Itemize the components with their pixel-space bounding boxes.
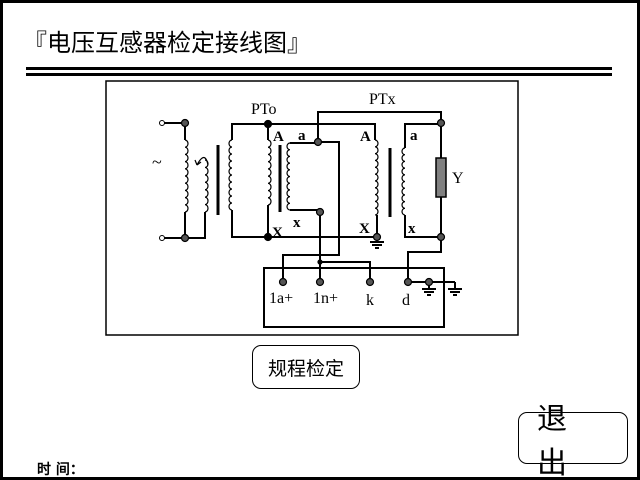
title-divider-bottom xyxy=(26,73,612,76)
ground-icon xyxy=(448,282,462,296)
load-resistor-icon xyxy=(435,157,447,198)
terminal-label: A xyxy=(360,129,371,145)
instrument-terminal-label: k xyxy=(366,292,374,309)
instrument-box xyxy=(263,267,445,328)
coil-winding-icon xyxy=(374,139,379,216)
title-divider-top xyxy=(26,67,612,70)
terminal-label: x xyxy=(293,215,301,231)
coil-winding-icon xyxy=(401,147,406,216)
terminal-label: A xyxy=(273,129,284,145)
regulator-arrow-icon xyxy=(194,156,209,166)
coil-winding-icon xyxy=(286,142,291,211)
ac-source-label: ~ xyxy=(152,152,162,172)
input-terminal-open xyxy=(159,235,165,241)
input-terminal-open xyxy=(159,120,165,126)
input-wires xyxy=(164,122,206,239)
transformer-cores xyxy=(216,145,392,217)
coil-winding-icon xyxy=(267,139,272,206)
terminal-label: x xyxy=(408,221,416,237)
terminal-label: X xyxy=(272,225,283,241)
instrument-wires xyxy=(282,141,455,283)
wires xyxy=(105,80,519,336)
coil-winding-icon xyxy=(228,139,233,211)
time-label: 时 间： xyxy=(37,462,84,478)
instrument-terminal-label: 1n+ xyxy=(313,290,338,307)
pto-secondary-wires xyxy=(290,142,320,211)
terminal-label: X xyxy=(359,221,370,237)
diagram-frame xyxy=(105,80,519,336)
pto-primary-wires xyxy=(231,123,378,238)
exit-button[interactable]: 退 出 xyxy=(518,402,628,477)
ptx-wires xyxy=(317,111,442,238)
load-label: Y xyxy=(452,170,464,187)
procedure-check-button[interactable]: 规程检定 xyxy=(252,345,360,389)
terminal-nodes xyxy=(180,118,446,287)
coil-winding-icon xyxy=(204,159,209,213)
terminal-label: a xyxy=(298,128,306,144)
ptx-label: PTx xyxy=(369,91,396,108)
wiring-diagram: ~ PTo PTx A X a x A X a x Y 1a+ 1n+ k d xyxy=(105,80,519,336)
terminal-label: a xyxy=(410,128,418,144)
instrument-terminal-label: 1a+ xyxy=(269,290,293,307)
coil-winding-icon xyxy=(184,139,189,213)
instrument-terminal-label: d xyxy=(402,292,410,309)
page-title: 『电压互感器检定接线图』 xyxy=(23,31,311,57)
pto-label: PTo xyxy=(251,101,277,118)
